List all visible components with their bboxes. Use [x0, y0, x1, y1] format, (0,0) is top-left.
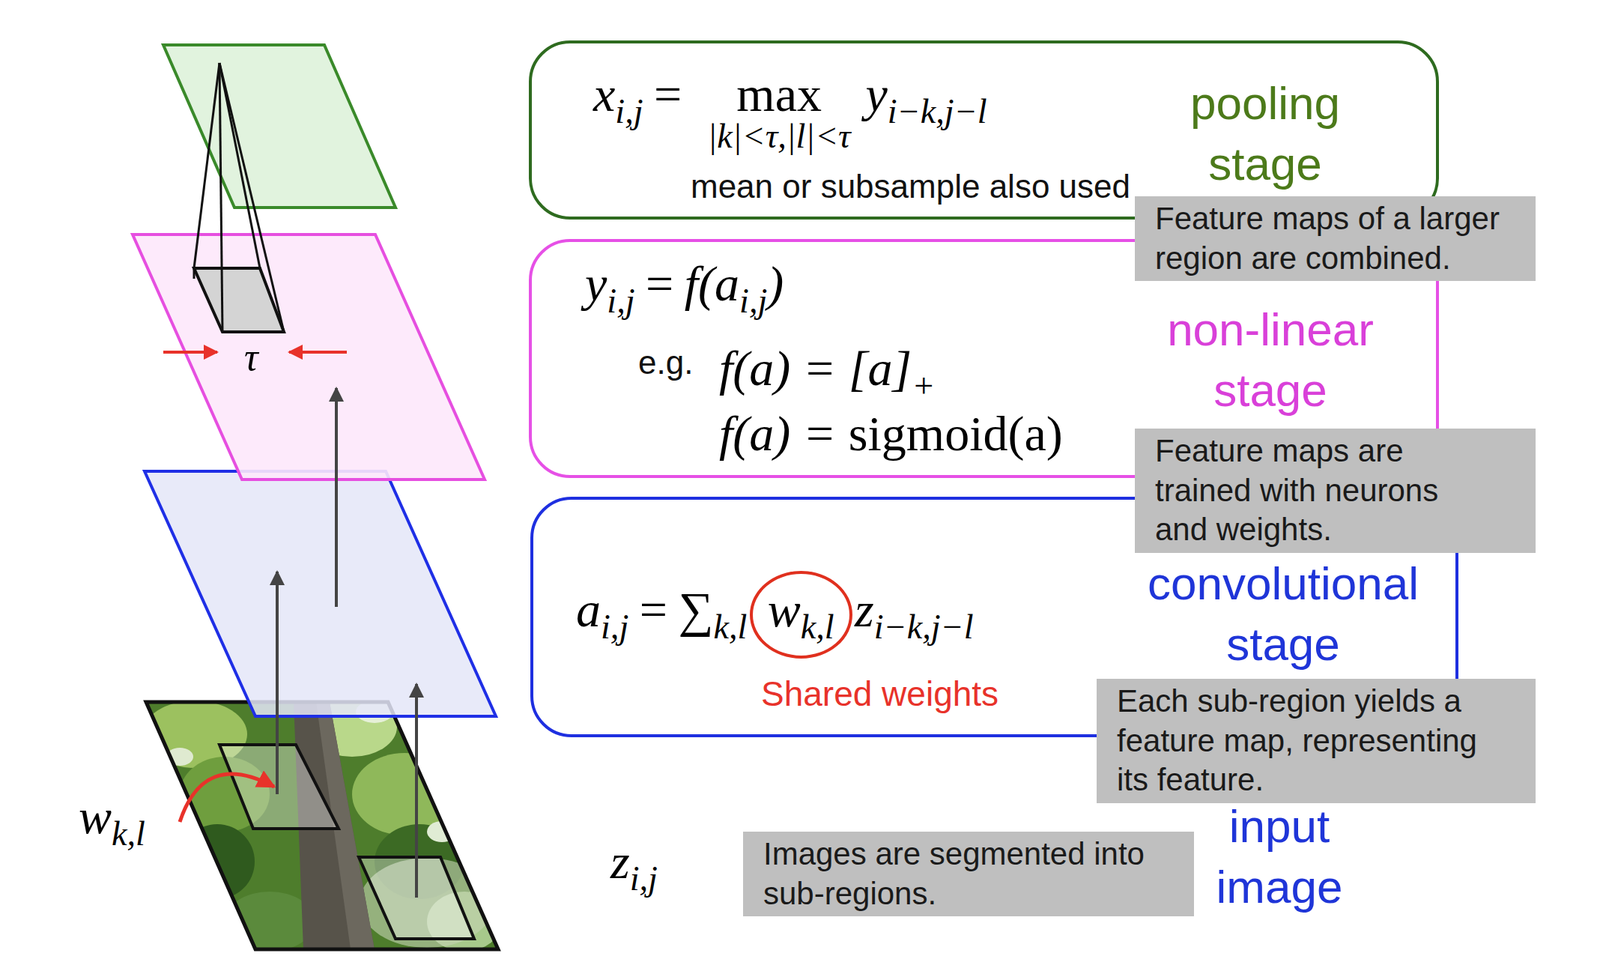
subscript: i,j [614, 92, 643, 131]
subscript: i,j [600, 607, 629, 646]
math-variable: y [585, 256, 607, 311]
note-text: mean or subsample also used [690, 167, 1131, 207]
formula: ai,j=∑k,lwk,lzi−k,j−l [576, 570, 974, 659]
math-variable: a [576, 582, 601, 637]
math-variable: f(a) = [719, 405, 836, 461]
foliage [224, 891, 315, 952]
math-variable: τ [244, 335, 259, 379]
formula: τ [244, 334, 259, 381]
stage-label: input image [1189, 796, 1370, 917]
pooling-stage-box: xi,j=max|k|<τ,|l|<τyi−k,j−lmean or subsa… [528, 40, 1439, 220]
callout-text: Images are segmented into sub-regions. [763, 834, 1168, 914]
math-variable: x [593, 66, 615, 122]
flow-arrow [414, 683, 418, 898]
formula: zi,j [610, 831, 658, 900]
math-variable: [a] [848, 340, 912, 396]
input-plane [146, 701, 499, 950]
math-variable: y [865, 66, 887, 122]
pooling-window [193, 268, 196, 279]
formula: wk,l [78, 786, 146, 855]
callout-text: Feature maps of a larger region are comb… [1155, 199, 1530, 278]
stage-label: convolutional stage [1125, 553, 1441, 675]
formula: f(a) =sigmoid(a) [719, 403, 1063, 463]
math-variable: f(a) = [719, 340, 836, 396]
subscript: i−k,j−l [874, 607, 974, 646]
pooling-plane [163, 44, 396, 208]
note-callout: Images are segmented into sub-regions. [743, 831, 1195, 917]
sub-region [219, 744, 339, 829]
subscript: k,l [713, 607, 748, 646]
subscript: k,l [111, 814, 146, 853]
pyramid-line [219, 62, 260, 269]
stage-label: non-linear stage [1143, 299, 1398, 421]
nonlinear-plane [132, 234, 485, 480]
stage-label: pooling stage [1137, 73, 1393, 195]
note-text: Shared weights [761, 673, 999, 715]
note-callout: Each sub-region yields a feature map, re… [1096, 678, 1536, 803]
callout-text: Feature maps are trained with neurons an… [1155, 431, 1470, 550]
tau-arrow [289, 350, 347, 354]
math-variable: f(a [684, 256, 740, 311]
haze [359, 857, 495, 948]
formula: xi,j=max|k|<τ,|l|<τyi−k,j−l [593, 64, 988, 154]
subscript: i,j [629, 859, 658, 898]
math-variable: ) [767, 256, 784, 311]
math-operator: = [653, 66, 682, 122]
note-text: e.g. [638, 343, 693, 383]
pyramid-line [219, 62, 284, 332]
callout-text: Each sub-region yields a feature map, re… [1116, 681, 1503, 800]
operator-limit: |k|<τ,|l|<τ [707, 119, 851, 154]
math-variable: z [610, 833, 630, 889]
math-function: ∑ [677, 582, 714, 637]
math-function: sigmoid(a) [848, 405, 1063, 461]
flow-arrow [334, 388, 338, 607]
math-variable: w [78, 788, 112, 844]
math-operator: = [645, 256, 674, 311]
operator-stack: max|k|<τ,|l|<τ [707, 69, 851, 154]
math-variable: w [767, 582, 801, 637]
subscript: + [911, 366, 935, 405]
convolution-plane [144, 471, 496, 717]
operator: max [736, 69, 822, 120]
formula: yi,j=f(ai,j) [585, 253, 784, 323]
subscript: i−k,j−l [887, 92, 988, 131]
subscript: i,j [606, 281, 635, 320]
pyramid-line [219, 62, 223, 332]
math-variable: z [854, 582, 875, 637]
subscript: i,j [739, 281, 768, 320]
shared-weight-circle: wk,l [749, 570, 853, 659]
formula: f(a) =[a]+ [719, 338, 935, 407]
foliage [142, 696, 502, 952]
note-callout: Feature maps of a larger region are comb… [1134, 196, 1536, 281]
weight-arrow [179, 773, 275, 822]
flow-arrow [275, 571, 279, 795]
tau-arrow [163, 350, 218, 354]
subscript: k,l [800, 607, 835, 646]
tree-photo [142, 696, 502, 952]
pyramid-line [194, 62, 220, 269]
note-callout: Feature maps are trained with neurons an… [1134, 428, 1536, 553]
math-operator: = [639, 582, 668, 637]
